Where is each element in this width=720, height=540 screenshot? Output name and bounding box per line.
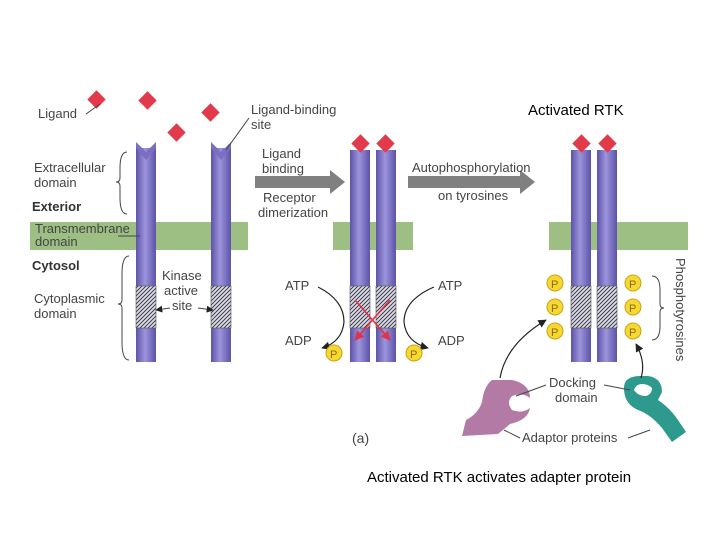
docking-arrow-right [635,343,644,379]
adaptor-protein-left [462,380,530,436]
autophosphorylation-label: Autophosphorylation [412,160,531,175]
autophosphorylation-arrow [408,170,535,194]
transmembrane-domain-label: Transmembrane domain [35,221,134,249]
phosphate-free-left: P [325,344,343,362]
atp-left-label: ATP [285,278,309,293]
phosphate-free-right: P [405,344,423,362]
phosphotyrosines-label: Phosphotyrosines [673,258,688,362]
svg-text:P: P [551,327,558,339]
ligand-binding-label: Ligand binding [262,146,305,176]
adp-left-label: ADP [285,333,312,348]
ligand-label: Ligand [38,106,77,121]
activated-receptor-dimer [570,150,618,362]
svg-text:P: P [629,327,636,339]
ligand-binding-site-label: Ligand-binding site [251,102,340,132]
on-tyrosines-label: on tyrosines [438,188,509,203]
extracellular-domain-label: Extracellular domain [34,160,109,190]
membrane-middle [333,222,413,250]
docking-arrow-left [499,319,547,379]
svg-text:P: P [330,349,337,361]
atp-adp-arrow-left [317,286,345,350]
ligand-molecules [87,90,617,153]
receptor-dimerization-label: Receptor dimerization [258,190,328,220]
svg-text:P: P [629,279,636,291]
svg-text:P: P [410,349,417,361]
atp-right-label: ATP [438,278,462,293]
cytoplasmic-domain-label: Cytoplasmic domain [34,291,108,321]
adaptor-protein-right [624,376,686,442]
docking-domain-label: Docking domain [549,375,600,405]
receptor-dimer [349,150,397,362]
phosphotyrosines: P P P P P P [546,274,642,340]
panel-label: (a) [352,430,369,446]
atp-adp-arrow-right [403,286,435,351]
adaptor-proteins-label: Adaptor proteins [522,430,618,445]
cytosol-label: Cytosol [32,258,80,273]
kinase-active-site-label: Kinase active site [162,268,205,313]
receptor-monomer-right [210,142,232,362]
membrane-right [549,222,688,250]
ligand-binding-arrow [255,170,345,194]
svg-text:P: P [551,303,558,315]
exterior-label: Exterior [32,199,81,214]
cross-phosphorylation-arrow-2 [354,299,391,341]
top-caption: Activated RTK [528,102,624,119]
receptor-monomer-left [135,142,157,362]
svg-text:P: P [551,279,558,291]
bottom-caption: Activated RTK activates adapter protein [367,469,632,486]
svg-text:P: P [629,303,636,315]
adp-right-label: ADP [438,333,465,348]
